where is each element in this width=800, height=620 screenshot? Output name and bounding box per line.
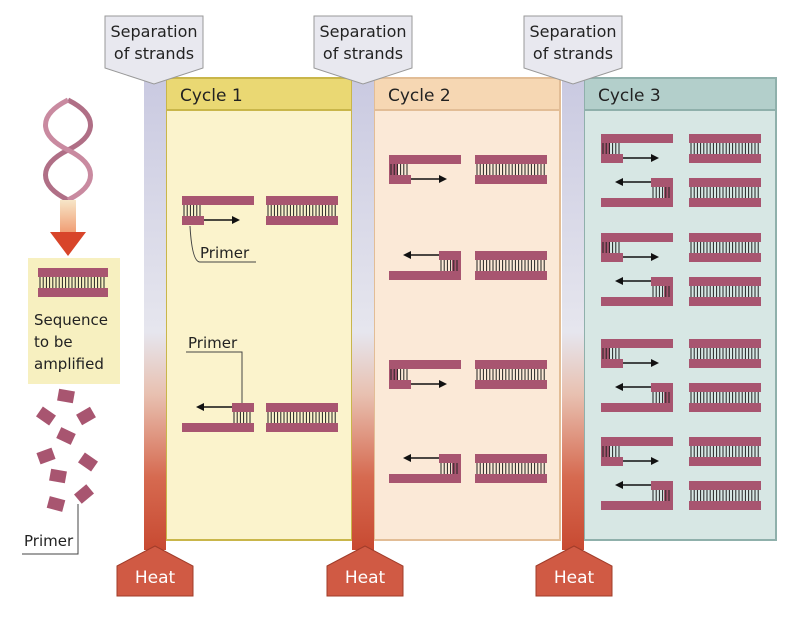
double-strand bbox=[689, 277, 761, 306]
cycle-1-label: Cycle 1 bbox=[180, 86, 243, 106]
primer-extension-right bbox=[182, 196, 254, 225]
strand-drawings bbox=[182, 134, 761, 510]
double-strand bbox=[38, 268, 108, 297]
down-arrow-icon bbox=[50, 200, 86, 256]
double-strand bbox=[689, 178, 761, 207]
double-strand bbox=[689, 481, 761, 510]
primer-extension-left bbox=[601, 481, 673, 510]
svg-text:Separation: Separation bbox=[320, 22, 407, 41]
svg-text:Heat: Heat bbox=[345, 568, 386, 588]
separation-label-3: Separation of strands bbox=[523, 15, 623, 85]
double-strand bbox=[689, 134, 761, 163]
svg-text:of strands: of strands bbox=[533, 44, 613, 63]
primer-pieces bbox=[36, 388, 98, 512]
cycle1-primer-callout-top: Primer bbox=[189, 225, 256, 263]
primer-extension-left bbox=[389, 454, 461, 483]
primer-extension-left bbox=[601, 277, 673, 306]
double-strand bbox=[475, 155, 547, 184]
primer-extension-right bbox=[601, 134, 673, 163]
cycle-2-label: Cycle 2 bbox=[388, 86, 451, 106]
double-strand bbox=[689, 437, 761, 466]
sequence-legend: Sequence to be amplified bbox=[28, 258, 120, 384]
heat-label-2: Heat bbox=[326, 545, 404, 597]
primer-extension-left bbox=[389, 251, 461, 280]
svg-text:Primer: Primer bbox=[188, 334, 238, 352]
double-strand bbox=[266, 196, 338, 225]
cycle1-primer-callout-bottom: Primer bbox=[186, 334, 243, 404]
svg-text:Primer: Primer bbox=[24, 532, 74, 550]
double-strand bbox=[266, 403, 338, 432]
svg-text:amplified: amplified bbox=[34, 355, 104, 373]
svg-text:of strands: of strands bbox=[323, 44, 403, 63]
primer-extension-right bbox=[601, 233, 673, 262]
separation-label-2: Separation of strands bbox=[313, 15, 413, 85]
double-strand bbox=[689, 383, 761, 412]
svg-text:Heat: Heat bbox=[554, 568, 595, 588]
cycle-2-panel: Cycle 2 bbox=[373, 77, 561, 541]
svg-text:to be: to be bbox=[34, 333, 73, 351]
svg-text:Separation: Separation bbox=[111, 22, 198, 41]
svg-text:Sequence: Sequence bbox=[34, 311, 108, 329]
double-strand bbox=[475, 454, 547, 483]
primer-extension-left bbox=[601, 383, 673, 412]
svg-text:of strands: of strands bbox=[114, 44, 194, 63]
dna-helix-icon bbox=[43, 97, 93, 203]
heat-label-3: Heat bbox=[535, 545, 613, 597]
heat-label-1: Heat bbox=[116, 545, 194, 597]
primer-legend-label: Primer bbox=[22, 504, 79, 555]
double-strand bbox=[689, 339, 761, 368]
svg-text:Separation: Separation bbox=[530, 22, 617, 41]
primer-extension-right bbox=[601, 339, 673, 368]
cycle-1-panel: Cycle 1 bbox=[165, 77, 353, 541]
tube-2 bbox=[352, 66, 374, 550]
svg-text:Heat: Heat bbox=[135, 568, 176, 588]
primer-extension-left bbox=[182, 403, 254, 432]
tube-1 bbox=[144, 66, 166, 550]
separation-label-1: Separation of strands bbox=[104, 15, 204, 85]
double-strand bbox=[689, 233, 761, 262]
svg-text:Primer: Primer bbox=[200, 244, 250, 262]
double-strand bbox=[475, 360, 547, 389]
primer-extension-left bbox=[601, 178, 673, 207]
primer-extension-right bbox=[389, 360, 461, 389]
tube-3 bbox=[562, 66, 584, 550]
primer-extension-right bbox=[389, 155, 461, 184]
double-strand bbox=[475, 251, 547, 280]
cycle-3-label: Cycle 3 bbox=[598, 86, 661, 106]
primer-extension-right bbox=[601, 437, 673, 466]
